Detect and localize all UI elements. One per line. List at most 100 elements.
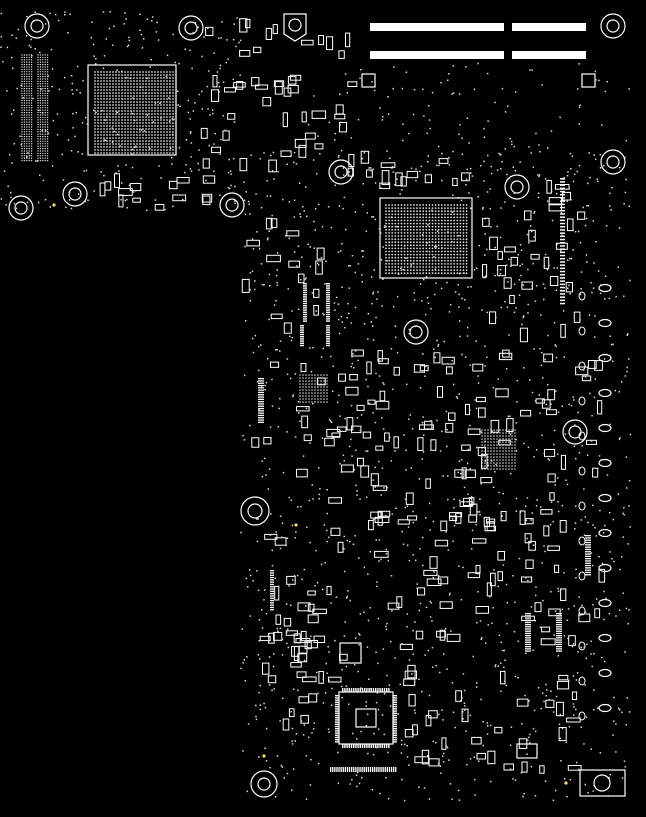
- passive-component: [475, 606, 490, 614]
- passive-component: [251, 437, 260, 448]
- passive-component: [461, 467, 467, 480]
- passive-component: [313, 305, 319, 316]
- qfp-pins-left: [335, 695, 339, 743]
- passive-component: [362, 431, 372, 439]
- test-point-marker: [564, 781, 568, 785]
- passive-component: [506, 418, 514, 433]
- passive-component: [273, 80, 285, 88]
- passive-component: [282, 112, 289, 128]
- passive-component: [318, 35, 325, 46]
- edge-pad: [598, 423, 612, 433]
- passive-component: [211, 146, 222, 154]
- passive-component: [549, 276, 559, 286]
- passive-component: [300, 363, 307, 373]
- passive-component: [298, 696, 309, 704]
- passive-component: [282, 718, 290, 731]
- passive-component: [168, 180, 178, 190]
- passive-component: [581, 375, 592, 382]
- passive-component: [400, 176, 407, 187]
- small-ball-grid: [481, 429, 516, 470]
- passive-component: [524, 518, 534, 525]
- passive-component: [438, 158, 449, 164]
- passive-component: [345, 32, 351, 48]
- passive-component: [547, 473, 556, 483]
- passive-component: [272, 24, 278, 35]
- passive-component: [314, 143, 324, 150]
- edge-pad: [578, 466, 586, 476]
- edge-pad: [598, 528, 612, 538]
- passive-component: [472, 363, 484, 372]
- passive-component: [476, 396, 486, 403]
- mounting-hole: [600, 13, 626, 39]
- passive-component: [300, 630, 307, 642]
- edge-pad: [578, 501, 586, 511]
- passive-component: [566, 218, 574, 232]
- passive-component: [548, 203, 562, 212]
- passive-component: [486, 518, 496, 524]
- passive-component: [338, 373, 346, 382]
- passive-component: [316, 377, 326, 386]
- passive-component: [201, 193, 213, 203]
- passive-component: [387, 602, 400, 610]
- edge-pad: [598, 598, 612, 608]
- passive-component: [246, 239, 260, 247]
- passive-component: [502, 349, 510, 358]
- passive-component: [274, 81, 283, 95]
- passive-component: [490, 572, 496, 587]
- passive-component: [543, 353, 554, 363]
- passive-component: [275, 614, 282, 625]
- passive-component: [419, 424, 434, 430]
- passive-component: [540, 638, 556, 646]
- edge-pad: [578, 431, 586, 441]
- passive-component: [301, 415, 309, 429]
- passive-component: [293, 633, 301, 644]
- passive-component: [118, 194, 124, 208]
- passive-component: [549, 492, 555, 501]
- passive-component: [498, 439, 511, 446]
- passive-component: [516, 698, 529, 707]
- passive-component: [334, 113, 346, 120]
- passive-component: [543, 525, 550, 537]
- passive-component: [500, 511, 507, 522]
- passive-component: [312, 608, 327, 615]
- passive-component: [307, 603, 315, 612]
- passive-component: [518, 738, 528, 749]
- passive-component: [227, 113, 236, 120]
- passive-component: [266, 254, 281, 263]
- passive-component: [434, 539, 449, 547]
- passive-component: [461, 172, 470, 182]
- passive-component: [487, 750, 496, 765]
- passive-component: [417, 437, 424, 451]
- passive-component: [283, 322, 292, 334]
- passive-component: [503, 763, 514, 771]
- passive-component: [236, 81, 244, 90]
- passive-component: [405, 492, 414, 505]
- passive-component: [330, 527, 341, 536]
- passive-component: [480, 477, 493, 484]
- passive-component: [283, 87, 292, 97]
- passive-component: [544, 449, 556, 457]
- passive-component: [298, 273, 305, 284]
- passive-component: [339, 122, 347, 133]
- passive-component: [559, 520, 567, 533]
- passive-component: [360, 465, 370, 478]
- passive-component: [441, 356, 455, 365]
- edge-pad: [578, 291, 586, 301]
- edge-pad: [598, 458, 612, 468]
- passive-component: [461, 708, 469, 723]
- passive-component: [294, 138, 307, 148]
- test-point-marker: [262, 754, 266, 758]
- passive-component: [433, 352, 441, 364]
- passive-component: [375, 445, 384, 451]
- pin-rows: [258, 178, 591, 772]
- passive-component: [497, 551, 505, 561]
- passive-component: [467, 572, 481, 579]
- qfp-pins-right: [393, 695, 397, 743]
- passive-component: [300, 714, 309, 724]
- memory-ball-grid-right: [37, 54, 49, 162]
- passive-component: [415, 630, 424, 640]
- passive-component: [296, 468, 308, 478]
- passive-component: [540, 509, 553, 515]
